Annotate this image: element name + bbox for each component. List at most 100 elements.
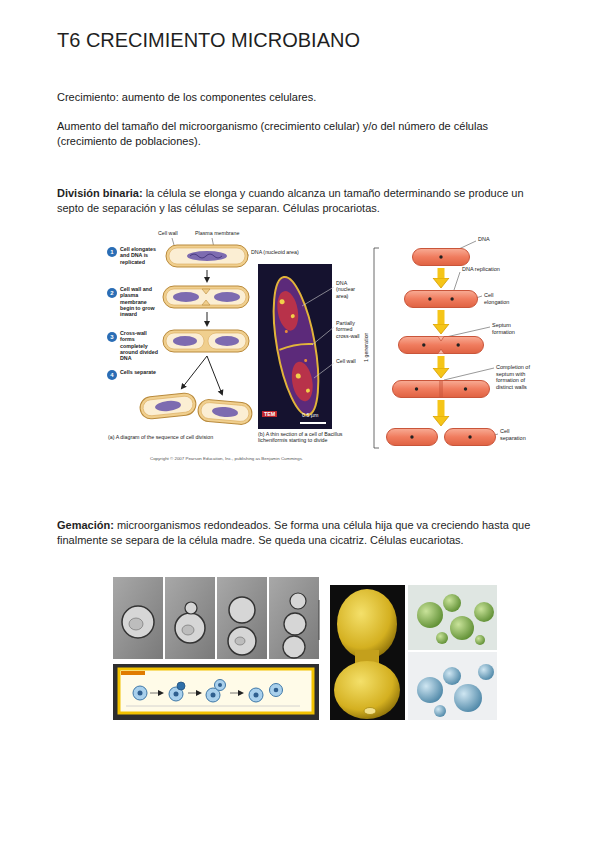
sem-yeast-green [436,632,448,644]
copyright-note: Copyright © 2007 Pearson Education, Inc.… [150,456,370,461]
fission-schematic [107,332,117,342]
step-text: Cell elongates and DNA is replicated [120,246,164,265]
budding-micrographs [122,606,154,638]
page-title: T6 CRECIMIENTO MICROBIANO [57,28,360,52]
fission-schematic [139,392,197,420]
leader-line [446,327,490,337]
budding-micrographs [228,627,256,655]
tem-micrograph [258,264,334,429]
fission-schematic [208,333,246,349]
budding-scheme [121,671,145,675]
bacterium-cell [398,336,484,354]
budding-micrographs [217,577,267,659]
sem-yeast-blue [408,652,497,720]
tem-micrograph [279,299,285,305]
leader-line [444,368,494,380]
step-number: 4 [107,370,117,380]
budding-scheme [133,686,147,700]
fission-schematic [173,336,197,346]
budding-micrographs [269,577,319,659]
fission-schematic [190,254,222,258]
sem-yeast-blue [478,664,494,680]
fission-schematic [182,356,207,388]
dna-dot [457,343,460,346]
budding-micrographs [235,637,245,645]
step-number: 2 [107,288,117,298]
part-label: DNA (nuclear area) [336,280,367,299]
cell-stage: DNA replicationCell elongation [404,290,478,308]
fission-schematic [139,392,197,420]
dna-dot [415,387,418,390]
budding-micrographs [182,625,194,635]
budding-scheme [138,691,143,696]
budding-scheme [150,693,162,694]
sem-yeast-green [408,585,497,650]
budding-micrographs [319,600,320,640]
sem-yeast-blue [434,705,446,717]
budding-micrographs [284,613,306,635]
budding-scheme [215,680,226,691]
budding-micrographs [290,593,306,609]
step-number: 1 [107,247,117,257]
sem-yeast-blue [417,677,443,703]
budding-micrographs [283,636,305,658]
tem-micrograph [289,360,316,403]
tem-micrograph [265,274,327,418]
sem-yeast-blue [408,652,497,720]
bacterium-cell [392,380,490,398]
fission-schematic [172,238,174,245]
stage-label: Septum formation [492,322,524,335]
sem-yeast-yellow [330,585,405,720]
fission-schematic [107,370,117,380]
fission-schematic [163,330,249,352]
cross-wall [442,381,443,398]
tem-micrograph [274,289,301,332]
part-label: DNA (nucleoid area) [251,249,305,255]
generation-bracket [374,248,379,448]
tem-micrograph [306,388,311,393]
stage-arrow [438,310,445,324]
stage-arrow [438,356,445,368]
budding-micrographs [185,602,197,614]
step-text: Cross-wall forms completely around divid… [120,330,162,362]
budding-micrographs [175,613,205,643]
cell-body [393,381,490,398]
section-heading: Gemación: [57,519,114,531]
fission-schematic [214,292,240,302]
part-label: Cell wall [336,358,367,364]
sem-yeast-yellow [364,708,376,715]
paragraph: Gemación:microorganismos redondeados. Se… [57,518,547,548]
stage-label: Cell elongation [484,292,518,305]
dna-dot [428,297,431,300]
dna-dot [464,387,467,390]
micrograph-type: TEM [262,411,277,417]
generation-bracket [374,248,379,448]
body-text: Aumento del tamaño del microorganismo (c… [57,119,547,149]
budding-scheme [270,684,283,697]
figure-caption: (b) A thin section of a cell of Bacillus… [258,431,364,444]
cell-stage: Completion of septum with formation of d… [392,380,490,398]
sem-yeast-yellow [337,589,397,659]
stage-label: Cell separation [500,428,534,441]
scale-label: 0.5 µm [302,412,332,418]
fission-schematic [207,270,208,281]
tem-micrograph [258,264,332,429]
budding-scheme [218,683,222,687]
bracket-label: 1 generation [363,327,369,367]
step-number: 3 [107,332,117,342]
budding-micrographs [113,577,163,659]
stage-label: Completion of septum with formation of d… [496,364,534,390]
stage-label: DNA [478,236,508,243]
fission-schematic [173,292,199,302]
sem-yeast-green [408,585,497,650]
fission-schematic [207,312,208,325]
fission-schematic [107,247,117,257]
cell-body [387,429,438,446]
part-label: Partially formed cross-wall [336,320,367,339]
fission-schematic [197,399,253,426]
sem-yeast-blue [454,684,482,712]
cell-stage: DNA [412,248,470,266]
fission-schematic [166,289,246,305]
fission-schematic [212,406,239,418]
